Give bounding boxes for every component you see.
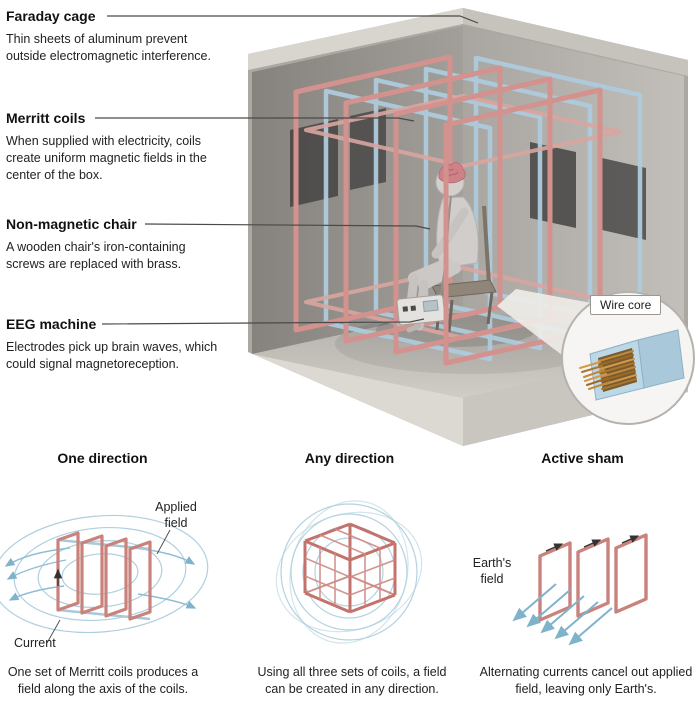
earths-field-annotation: Earth's field	[472, 556, 512, 586]
panel-any-direction-graphic	[275, 500, 423, 644]
non-magnetic-chair-graphic	[431, 205, 497, 333]
applied-field-annotation: Applied field	[155, 500, 197, 530]
person-graphic	[396, 162, 479, 333]
panel-active-sham-graphic	[512, 533, 648, 646]
faraday-cage-desc: Thin sheets of aluminum prevent outside …	[6, 32, 211, 63]
copper-wires-graphic	[579, 350, 637, 390]
merritt-coils-graphic	[293, 54, 643, 362]
faraday-cage-graphic	[248, 8, 688, 446]
eeg-machine-desc: Electrodes pick up brain waves, which co…	[6, 340, 218, 371]
eeg-machine-label: EEG machine	[6, 316, 97, 332]
panel-caption-active-sham: Alternating currents cancel out applied …	[479, 665, 693, 696]
chair-shadow	[376, 313, 536, 347]
faraday-cage-label: Faraday cage	[6, 8, 96, 24]
eeg-machine-graphic	[396, 195, 452, 326]
floor-shadow	[335, 314, 605, 374]
panel-title-one-direction: One direction	[57, 450, 148, 466]
panel-title-active-sham: Active sham	[541, 450, 624, 466]
panel-caption-one-direction: One set of Merritt coils produces a fiel…	[7, 665, 199, 696]
brain-graphic	[438, 162, 466, 184]
merritt-coils-label: Merritt coils	[6, 110, 86, 126]
current-annotation: Current	[14, 636, 56, 650]
panel-title-any-direction: Any direction	[304, 450, 395, 466]
non-magnetic-chair-label: Non-magnetic chair	[6, 216, 137, 232]
wire-core-label: Wire core	[590, 295, 662, 315]
non-magnetic-chair-desc: A wooden chair's iron-containing screws …	[6, 240, 186, 271]
panel-caption-any-direction: Using all three sets of coils, a field c…	[257, 665, 447, 696]
merritt-coils-desc: When supplied with electricity, coils cr…	[6, 134, 207, 182]
front-coil-graphic	[443, 87, 603, 366]
